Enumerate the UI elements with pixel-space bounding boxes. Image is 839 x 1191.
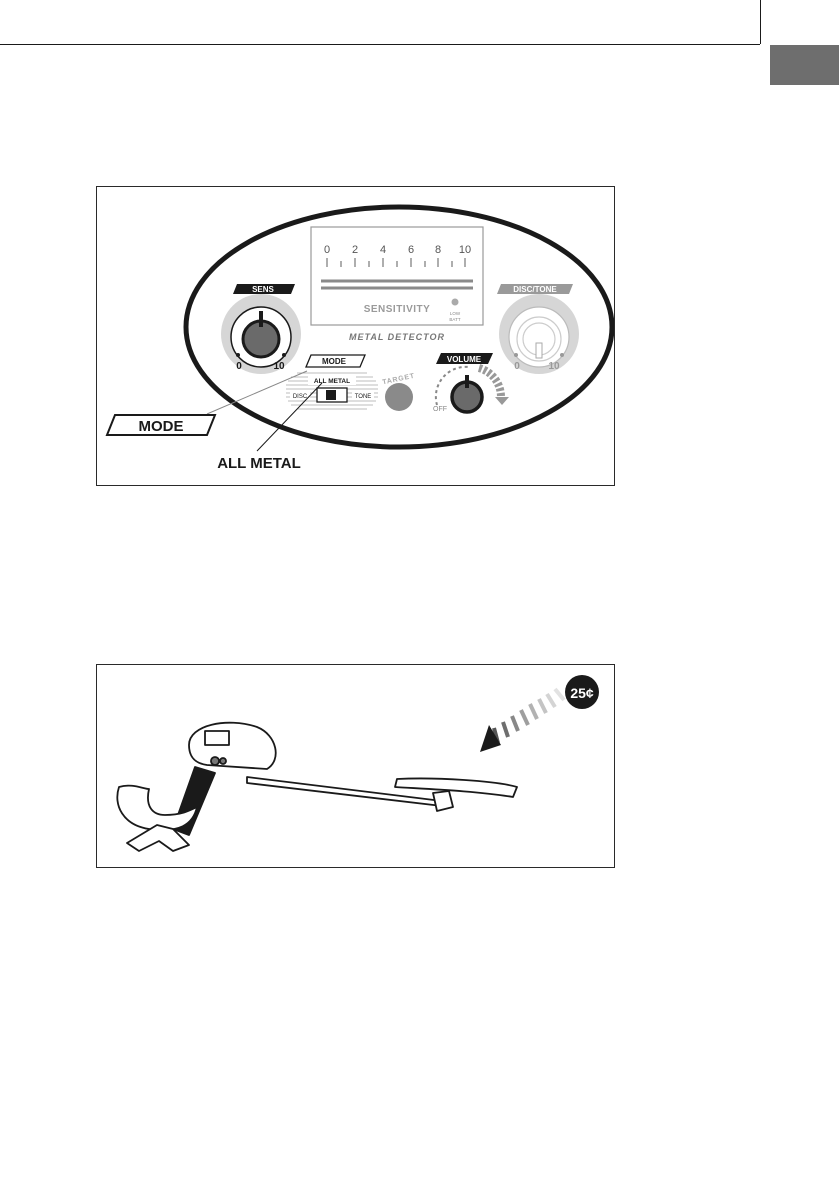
scale-label-0: 0 — [324, 244, 330, 256]
search-coil — [395, 778, 517, 797]
target-indicator — [385, 383, 413, 411]
sens-min-label: 0 — [236, 361, 242, 372]
all-metal-callout-label: ALL METAL — [217, 455, 301, 472]
sensitivity-label: SENSITIVITY — [364, 304, 431, 315]
low-batt-label-line1: LOW — [450, 311, 461, 316]
language-tab — [770, 45, 839, 85]
disc-tone-label: DISC/TONE — [513, 285, 557, 294]
control-box — [189, 723, 276, 769]
detector-sweep-illustration: 25¢ — [97, 665, 614, 867]
sens-label: SENS — [252, 285, 274, 294]
low-batt-label-line2: BATT — [449, 317, 460, 322]
all-metal-switch-label: ALL METAL — [314, 378, 350, 385]
metal-detector-drawing — [117, 723, 517, 851]
signal-arrow — [480, 689, 564, 752]
mode-label: MODE — [322, 357, 347, 366]
control-box-meter — [205, 731, 229, 745]
scale-label-2: 2 — [352, 244, 358, 256]
crop-mark-horizontal — [0, 44, 760, 45]
low-batt-led — [452, 299, 459, 306]
crop-mark-vertical — [760, 0, 761, 44]
control-panel-illustration: 0 2 4 6 8 10 SENSITIVITY LOW BATT METAL … — [97, 187, 614, 485]
off-label: OFF — [433, 406, 447, 413]
disc-max-label: 10 — [548, 361, 560, 372]
disc-min-label: 0 — [514, 361, 520, 372]
scale-label-4: 4 — [380, 244, 386, 256]
brand-label: METAL DETECTOR — [349, 332, 445, 342]
volume-label: VOLUME — [447, 355, 482, 364]
scale-label-6: 6 — [408, 244, 414, 256]
sens-max-label: 10 — [273, 361, 285, 372]
mode-callout-label: MODE — [139, 418, 184, 435]
scale-label-8: 8 — [435, 244, 441, 256]
detector-sweep-figure: 25¢ — [96, 664, 615, 868]
control-panel-figure: 0 2 4 6 8 10 SENSITIVITY LOW BATT METAL … — [96, 186, 615, 486]
mode-switch-slider[interactable] — [326, 390, 336, 400]
coil-bracket — [433, 791, 453, 811]
coin-label: 25¢ — [570, 685, 594, 701]
scale-label-10: 10 — [459, 244, 471, 256]
disc-position-label: DISC — [293, 394, 308, 400]
disc-knob-pointer — [536, 343, 542, 358]
tone-position-label: TONE — [355, 394, 372, 400]
